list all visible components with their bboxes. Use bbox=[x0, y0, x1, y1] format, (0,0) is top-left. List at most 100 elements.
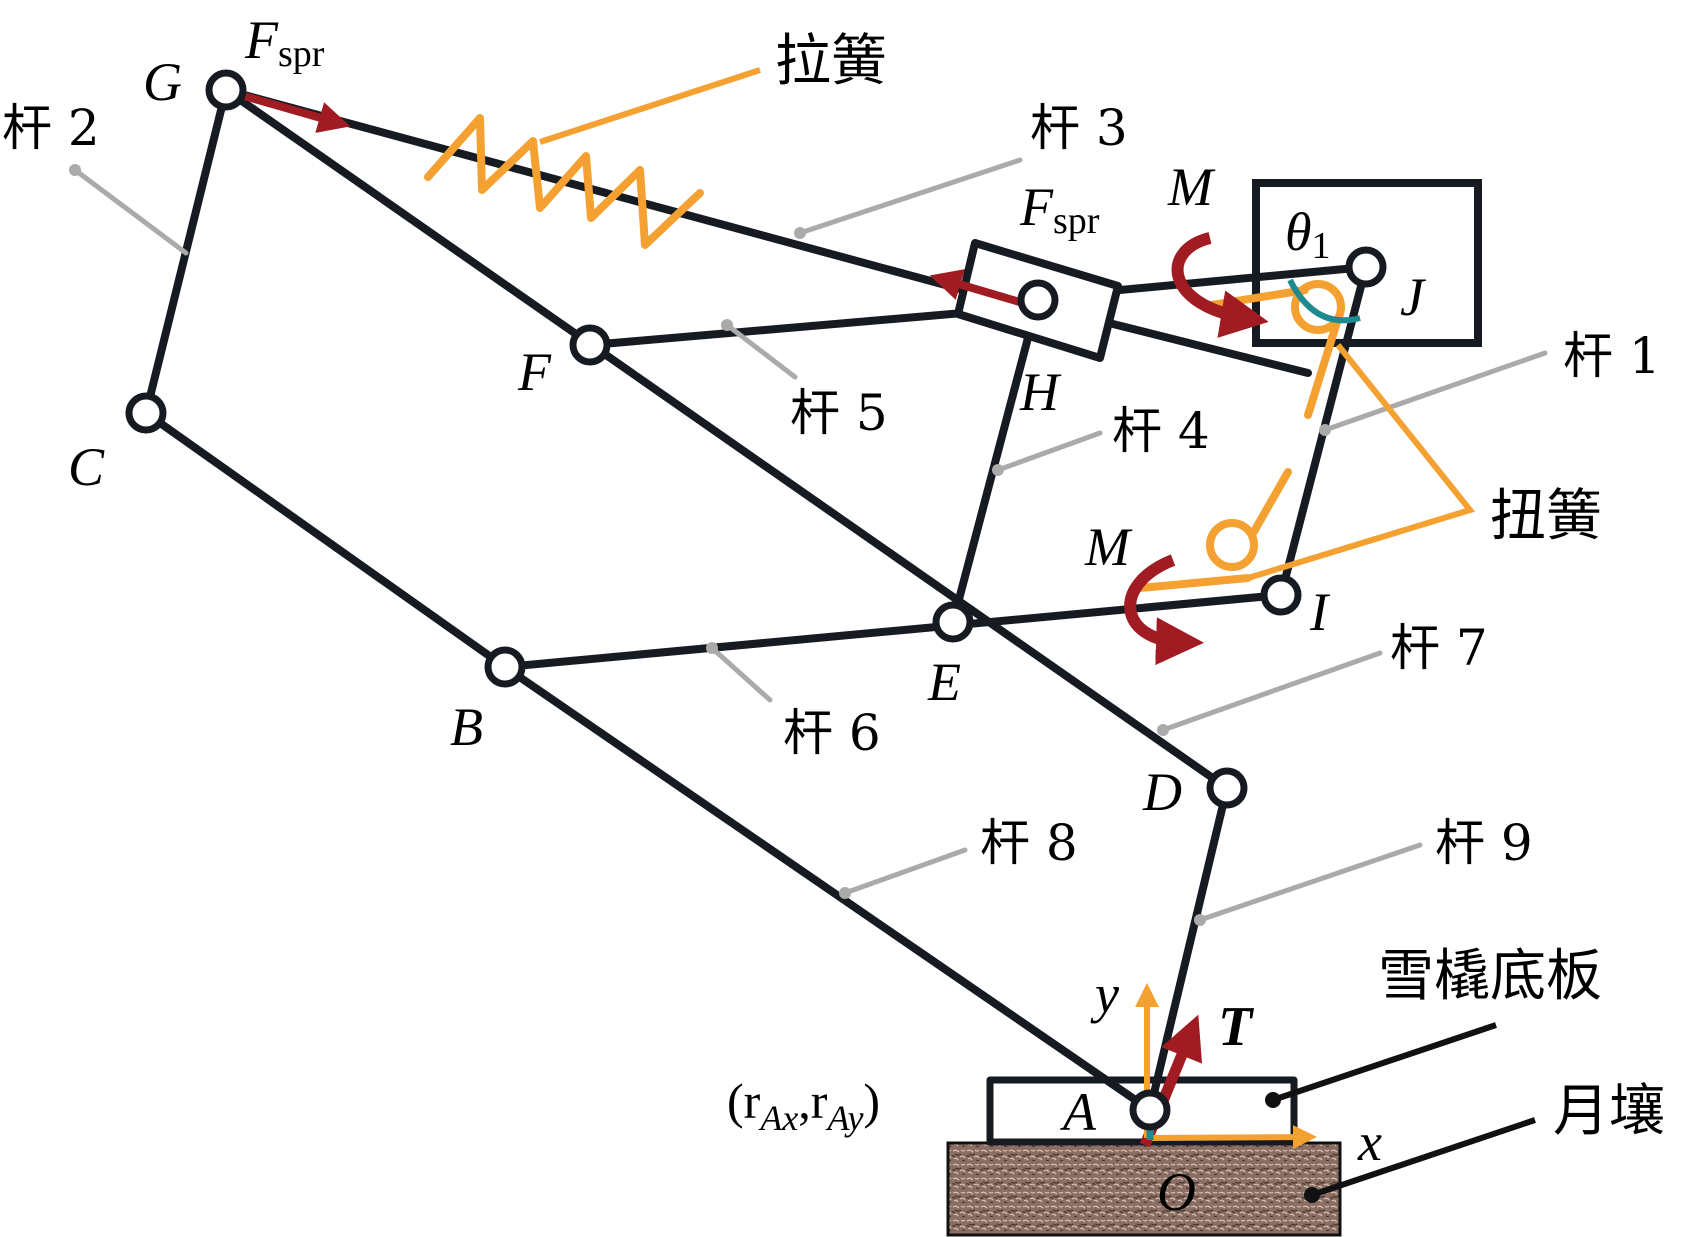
torsion-spring-leader bbox=[1247, 343, 1476, 581]
coord-sub-x: Ax bbox=[758, 1098, 798, 1138]
forces-layer bbox=[228, 88, 1317, 1150]
leader-lines-layer bbox=[69, 157, 1548, 1203]
angle-symbol: θ bbox=[1285, 202, 1312, 262]
joint-label-H: H bbox=[1019, 362, 1062, 422]
spring-force-label-H: Fspr bbox=[1019, 177, 1100, 242]
moment-arrow-top bbox=[1171, 232, 1269, 338]
leader-rod-6-dot bbox=[706, 642, 718, 654]
leader-rod-9 bbox=[1197, 842, 1423, 923]
joint-D bbox=[1206, 767, 1248, 809]
joint-label-I: I bbox=[1309, 582, 1331, 642]
rod-label-6: 杆 6 bbox=[783, 704, 881, 762]
leader-regolith-dot bbox=[1304, 1187, 1320, 1203]
rod-label-9: 杆 9 bbox=[1435, 814, 1533, 872]
angle-theta1-arc bbox=[1287, 278, 1361, 324]
spring-force-subscript: spr bbox=[278, 33, 325, 75]
leader-rod-9-dot bbox=[1194, 914, 1206, 926]
leader-rod-1-dot bbox=[1319, 424, 1331, 436]
joint-E bbox=[932, 601, 974, 643]
leader-rod-8 bbox=[842, 847, 968, 896]
regolith-label: 月壤 bbox=[1553, 1079, 1665, 1144]
joint-I bbox=[1260, 574, 1302, 616]
leader-rod-3-dot bbox=[794, 227, 806, 239]
spring-force-arrow-G bbox=[228, 88, 351, 133]
y-axis-label: y bbox=[1090, 964, 1119, 1024]
torsion-spring-label: 扭簧 bbox=[1490, 484, 1602, 549]
leader-rod-1 bbox=[1322, 350, 1548, 433]
rod-label-7: 杆 7 bbox=[1390, 619, 1488, 677]
leader-rod-2-dot bbox=[69, 164, 81, 176]
leader-regolith bbox=[1311, 1117, 1536, 1198]
coord-sub-y: Ay bbox=[825, 1098, 863, 1138]
joint-label-A: A bbox=[1060, 1082, 1097, 1142]
springs-layer bbox=[424, 67, 1476, 592]
spring-force-symbol: F bbox=[1019, 177, 1054, 237]
rod-label-4: 杆 4 bbox=[1112, 402, 1210, 460]
rod-line-CB bbox=[142, 409, 509, 671]
joint-label-J: J bbox=[1400, 267, 1427, 327]
leader-rod-6 bbox=[709, 645, 773, 703]
rod-4 bbox=[949, 296, 1042, 626]
hip-base-frame bbox=[1252, 179, 1482, 347]
tension-spring-coil bbox=[424, 114, 704, 249]
moment-label-bottom: M bbox=[1084, 517, 1133, 577]
rod-label-1: 杆 1 bbox=[1563, 327, 1661, 385]
angle-subscript: 1 bbox=[1312, 225, 1331, 267]
joint-J bbox=[1345, 246, 1387, 288]
joints-layer bbox=[125, 69, 1387, 1131]
origin-label: O bbox=[1157, 1162, 1196, 1222]
spring-force-subscript: spr bbox=[1053, 200, 1100, 242]
rod-J-to-slider bbox=[1116, 263, 1370, 294]
torsion-spring-leg-top bbox=[1304, 318, 1341, 419]
joint-A bbox=[1129, 1089, 1171, 1131]
tension-spring-leader bbox=[539, 67, 761, 145]
leader-rod-5-dot bbox=[721, 319, 733, 331]
spring-force-label-G: Fspr bbox=[244, 10, 325, 75]
tension-spring-label: 拉簧 bbox=[775, 29, 887, 94]
joint-B bbox=[484, 646, 526, 688]
joint-label-D: D bbox=[1142, 762, 1182, 822]
thrust-label: T bbox=[1218, 996, 1255, 1058]
x-axis-arrow bbox=[1151, 1125, 1317, 1150]
labels-layer: G C B F E H J I D A 杆 2 杆 3 杆 1 杆 5 杆 4 … bbox=[2, 10, 1665, 1222]
rod-8 bbox=[501, 663, 1154, 1114]
rod-7 bbox=[222, 86, 1231, 792]
coord-close: ) bbox=[863, 1073, 880, 1129]
leader-rod-4 bbox=[995, 430, 1103, 473]
rod-9 bbox=[1146, 784, 1231, 1114]
rod-5 bbox=[586, 309, 967, 349]
moment-label-top: M bbox=[1167, 157, 1216, 217]
leader-rod-2 bbox=[72, 167, 189, 256]
angle-label: θ1 bbox=[1285, 202, 1331, 267]
rod-3 bbox=[222, 86, 979, 297]
rod-3-guide bbox=[1101, 318, 1312, 377]
coord-open: (r bbox=[727, 1073, 761, 1129]
rod-6 bbox=[501, 591, 1285, 671]
joint-label-F: F bbox=[517, 342, 552, 402]
regolith-block bbox=[946, 1141, 1342, 1237]
joint-label-B: B bbox=[450, 697, 483, 757]
leader-sled-plate bbox=[1272, 1022, 1497, 1103]
joint-label-G: G bbox=[143, 52, 182, 112]
spring-force-symbol: F bbox=[244, 10, 279, 70]
leader-sled-plate-dot bbox=[1265, 1092, 1281, 1108]
rod-label-8: 杆 8 bbox=[980, 814, 1078, 872]
joint-C bbox=[125, 392, 167, 434]
sled-plate-label: 雪橇底板 bbox=[1378, 944, 1602, 1009]
torsion-spring-coil-top bbox=[1291, 280, 1345, 334]
joint-label-E: E bbox=[927, 652, 961, 712]
rod-label-5: 杆 5 bbox=[790, 384, 888, 442]
leader-rod-7-dot bbox=[1157, 724, 1169, 736]
joint-label-C: C bbox=[68, 437, 105, 497]
moment-arrow-bottom bbox=[1124, 554, 1204, 666]
coord-mid: ,r bbox=[798, 1073, 828, 1129]
leader-rod-5 bbox=[724, 322, 798, 380]
joint-G bbox=[205, 69, 247, 111]
rod-label-3: 杆 3 bbox=[1030, 99, 1128, 157]
x-axis-label: x bbox=[1357, 1112, 1382, 1172]
leader-rod-8-dot bbox=[839, 887, 851, 899]
torsion-spring-leg-bottom bbox=[1248, 468, 1292, 539]
rod-label-2: 杆 2 bbox=[2, 99, 100, 157]
